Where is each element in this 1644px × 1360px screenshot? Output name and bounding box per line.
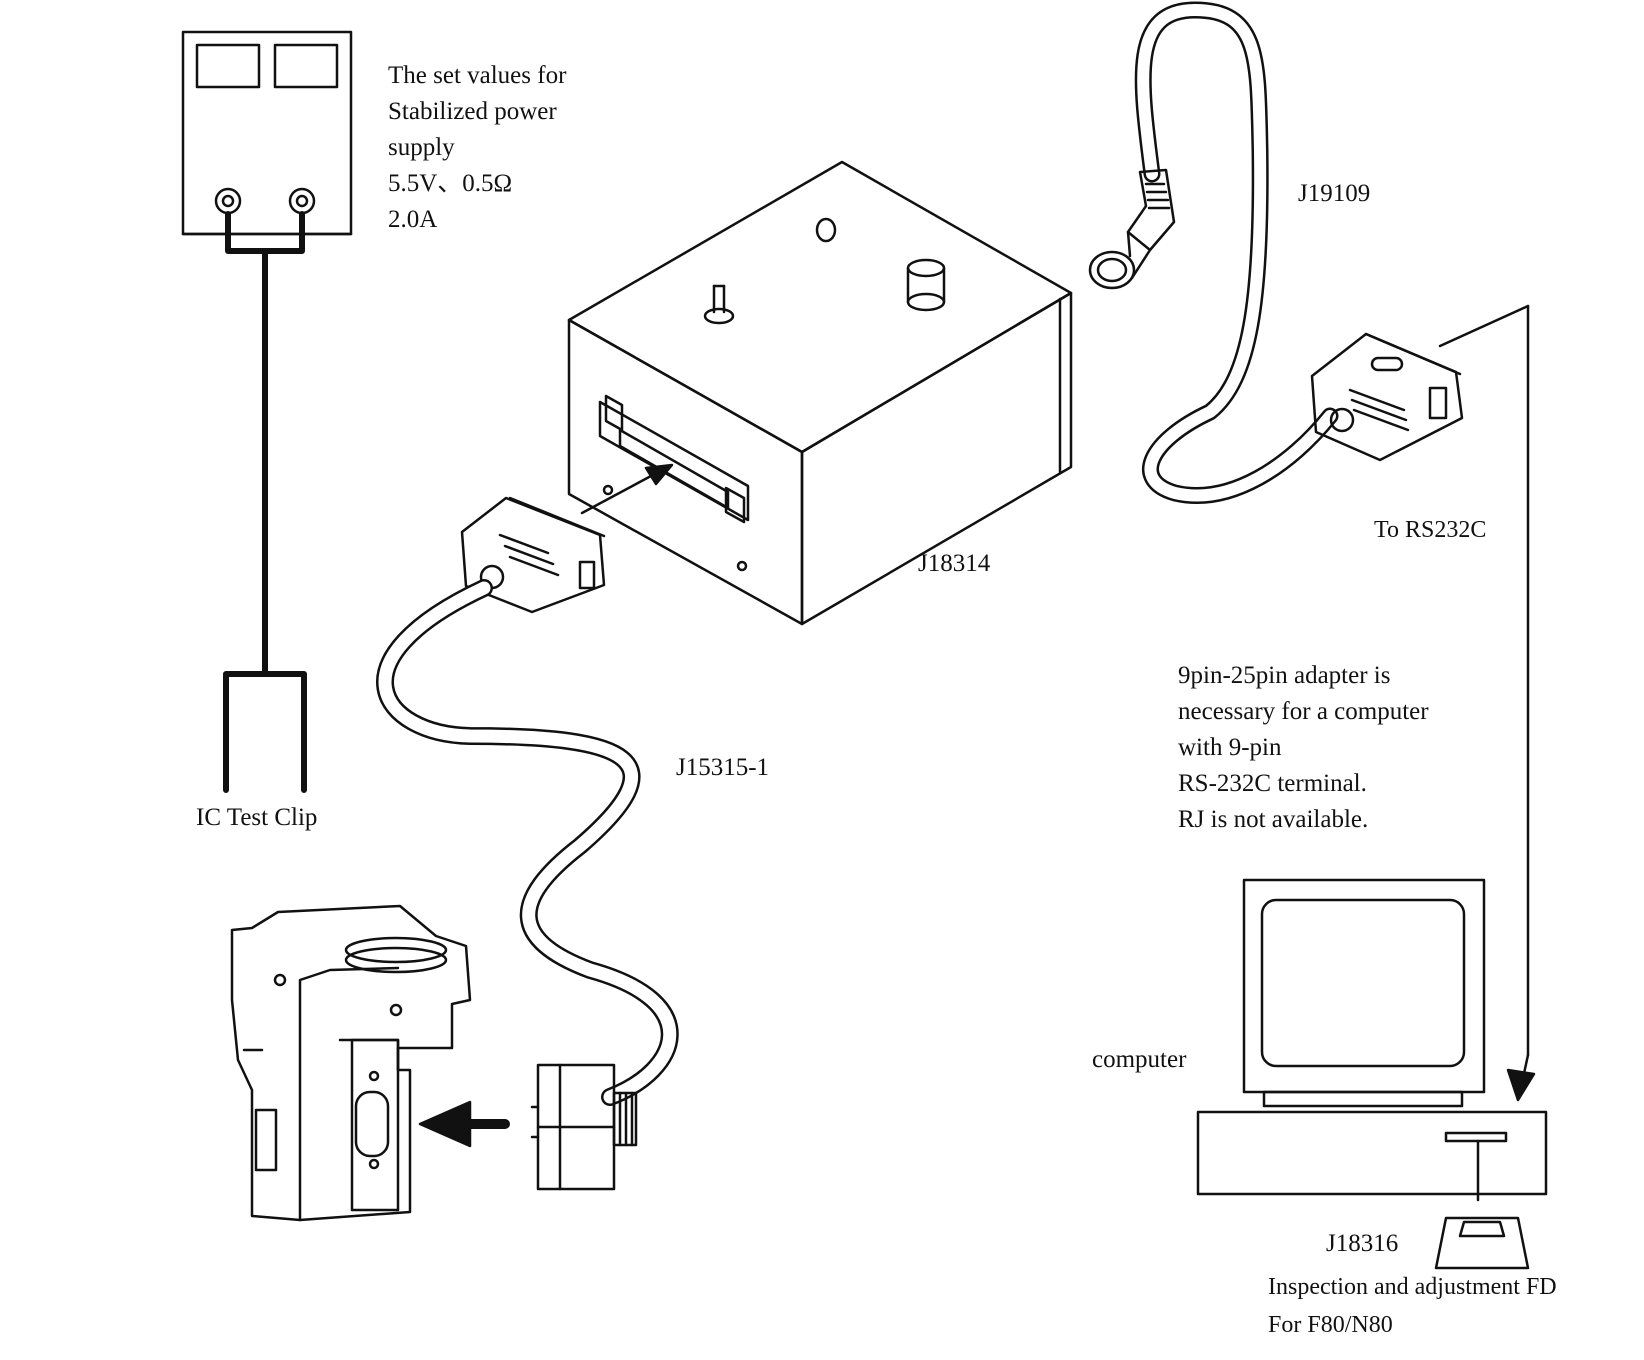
insert-arrow [418, 1100, 510, 1148]
adapter-note-line-4: RS-232C terminal. [1178, 770, 1367, 797]
rs232c-cable-j19109 [1088, 1, 1530, 504]
to-rs232c-label: To RS232C [1374, 517, 1487, 543]
floppy-disk-j18316 [1434, 1216, 1530, 1270]
camera-body [230, 904, 472, 1222]
power-supply [181, 30, 353, 236]
computer [1196, 878, 1548, 1202]
power-note-line-2: Stabilized power [388, 98, 557, 125]
adapter-note-line-5: RJ is not available. [1178, 806, 1369, 833]
interface-box-j18314 [567, 160, 1073, 626]
adapter-note-line-1: 9pin-25pin adapter is [1178, 662, 1391, 689]
power-note-line-5: 2.0A [388, 206, 438, 233]
floppy-code-label: J18316 [1326, 1230, 1399, 1257]
camera-plug [530, 1063, 638, 1191]
power-note-line-3: supply [388, 134, 455, 161]
power-note-line-1: The set values for [388, 62, 567, 89]
floppy-desc-line-1: Inspection and adjustment FD [1268, 1274, 1557, 1300]
computer-label: computer [1092, 1046, 1187, 1073]
power-note-line-4: 5.5V、0.5Ω [388, 170, 513, 197]
rs232c-line [1506, 304, 1536, 1102]
power-supply-note: The set values for Stabilized power supp… [388, 58, 566, 238]
camera-cable-label: J15315-1 [676, 754, 770, 781]
camera-cable-j15315-1 [376, 463, 679, 1106]
adapter-note-line-2: necessary for a computer [1178, 698, 1429, 725]
interface-box-label: J18314 [918, 550, 991, 577]
ic-test-clip [223, 671, 307, 793]
rs232c-cable-label: J19109 [1298, 180, 1371, 207]
adapter-note-line-3: with 9-pin [1178, 734, 1282, 761]
power-leads [225, 211, 305, 675]
floppy-description: Inspection and adjustment FD For F80/N80 [1268, 1268, 1557, 1344]
ic-test-clip-label: IC Test Clip [196, 804, 318, 831]
adapter-note: 9pin-25pin adapter is necessary for a co… [1178, 658, 1429, 838]
floppy-desc-line-2: For F80/N80 [1268, 1312, 1393, 1338]
